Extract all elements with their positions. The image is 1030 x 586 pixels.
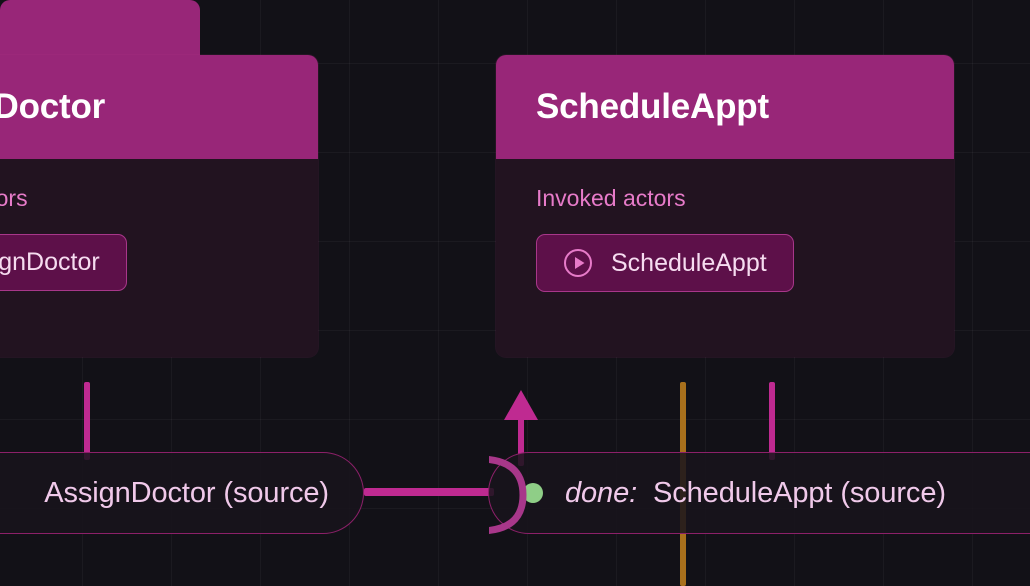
invoked-actor-chip[interactable]: AssignDoctor — [0, 234, 127, 291]
transition-event-label: AssignDoctor (source) — [44, 477, 329, 510]
invoked-actor-label: AssignDoctor — [0, 248, 100, 276]
invoked-actors-label: Invoked actors — [0, 185, 28, 211]
edge-line-scheduleappt-down — [769, 382, 775, 460]
play-circle-icon — [563, 248, 593, 278]
transition-source-text: ScheduleAppt (source) — [653, 476, 946, 509]
state-node-header: AssignDoctor — [0, 55, 318, 159]
state-node-schedule-appt[interactable]: ScheduleAppt Invoked actors ScheduleAppt — [496, 55, 954, 357]
state-node-body: Invoked actors ScheduleAppt — [496, 159, 954, 326]
edge-line-riser — [518, 418, 524, 466]
transition-event-name: done: — [565, 476, 638, 509]
invoked-actor-label: ScheduleAppt — [611, 248, 767, 277]
invoked-actors-label: Invoked actors — [536, 185, 686, 211]
transition-chip-assign-doctor[interactable]: AssignDoctor (source) — [0, 452, 364, 534]
edge-line-assigndoctor-down — [84, 382, 90, 460]
state-node-header: ScheduleAppt — [496, 55, 954, 159]
done-state-dot — [523, 483, 543, 503]
transition-event-label: done: ScheduleAppt (source) — [565, 477, 946, 510]
edge-line-chip-connector — [364, 488, 494, 496]
state-node-title: ScheduleAppt — [536, 87, 769, 126]
transition-source-text: AssignDoctor (source) — [44, 476, 329, 509]
state-node-body: Invoked actors AssignDoctor — [0, 159, 318, 325]
arrow-up-icon — [504, 390, 538, 420]
invoked-actor-chip[interactable]: ScheduleAppt — [536, 234, 794, 292]
state-node-title: AssignDoctor — [0, 87, 106, 126]
state-node-assign-doctor[interactable]: AssignDoctor Invoked actors AssignDoctor — [0, 55, 318, 357]
transition-chip-schedule-appt[interactable]: done: ScheduleAppt (source) — [488, 452, 1030, 534]
